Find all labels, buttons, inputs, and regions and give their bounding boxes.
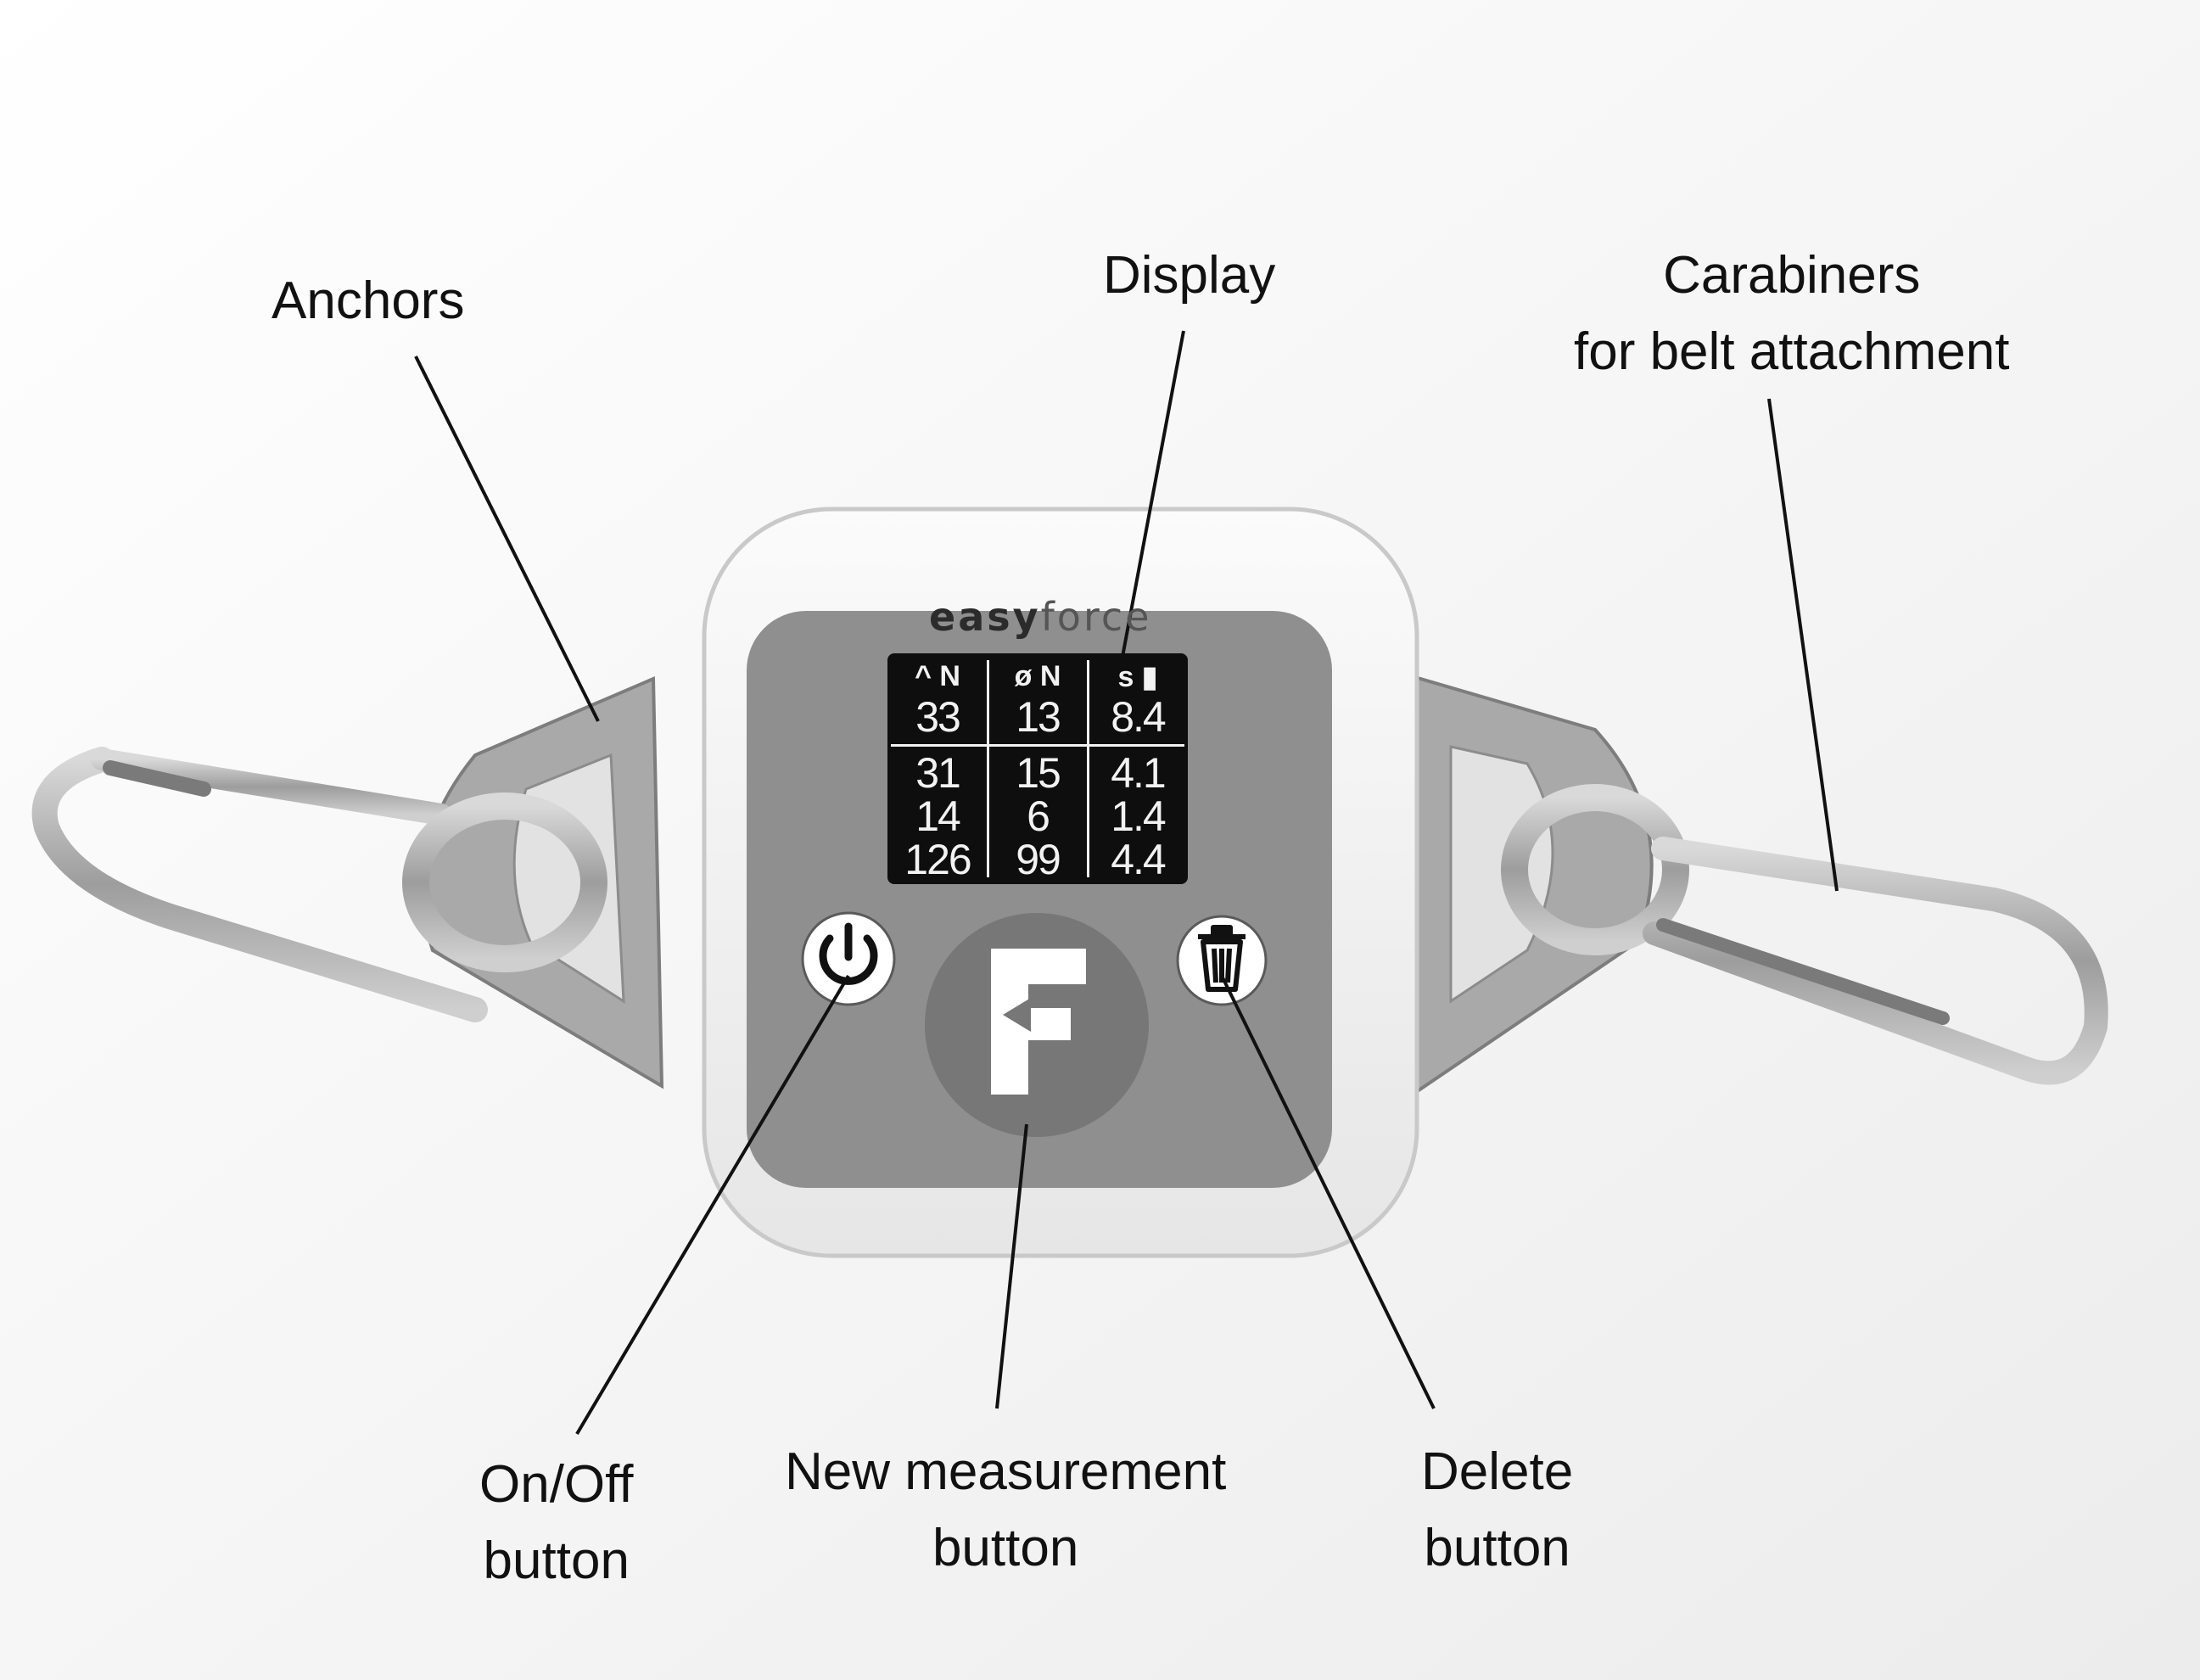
new-measurement-button[interactable] bbox=[925, 913, 1149, 1137]
delete-label-line2: button bbox=[1424, 1518, 1570, 1577]
carabiners-label: Carabiners for belt attachment bbox=[1574, 238, 2010, 390]
right-carabiner bbox=[1501, 784, 2108, 1085]
display-row: 14 6 1.4 bbox=[887, 792, 1188, 841]
display-cell: 15 bbox=[1016, 749, 1061, 797]
display-header-time: s ▮ bbox=[1117, 661, 1158, 693]
display-column-divider bbox=[1087, 660, 1089, 877]
display-cell: 4.4 bbox=[1111, 836, 1167, 883]
display-cell: 14 bbox=[915, 792, 961, 840]
display-label-text: Display bbox=[1103, 246, 1276, 305]
display-cell: 99 bbox=[1016, 836, 1061, 883]
onoff-label-line2: button bbox=[483, 1531, 630, 1590]
delete-button[interactable] bbox=[1176, 915, 1268, 1006]
display-cell: 6 bbox=[1027, 792, 1050, 840]
onoff-label-line1: On/Off bbox=[479, 1455, 634, 1514]
anchors-leader-line bbox=[414, 356, 600, 722]
brand-thin: force bbox=[1040, 594, 1152, 640]
device-display: ^ N ø N s ▮ 33 13 8.4 31 15 4.1 14 6 1.4… bbox=[887, 653, 1188, 884]
delete-leader-line bbox=[1220, 975, 1436, 1409]
display-header-avg: ø N bbox=[1014, 660, 1061, 692]
display-row: 126 99 4.4 bbox=[887, 835, 1188, 884]
brand-bold: easy bbox=[929, 594, 1041, 640]
delete-label: Delete button bbox=[1421, 1434, 1573, 1587]
new-measurement-label: New measurement button bbox=[785, 1434, 1226, 1587]
display-cell: 31 bbox=[915, 749, 961, 797]
onoff-leader-line bbox=[575, 974, 850, 1436]
new-measurement-label-line2: button bbox=[932, 1518, 1079, 1577]
display-header-row: ^ N ø N s ▮ bbox=[887, 660, 1188, 694]
display-column-divider bbox=[987, 660, 989, 877]
display-cell: 33 bbox=[915, 693, 961, 741]
carabiners-label-line2: for belt attachment bbox=[1574, 322, 2010, 381]
onoff-label: On/Off button bbox=[479, 1447, 634, 1599]
display-leader-line bbox=[1118, 330, 1185, 671]
on-off-button[interactable] bbox=[801, 911, 896, 1006]
left-carabiner bbox=[31, 747, 607, 1022]
anchors-label-text: Anchors bbox=[272, 272, 465, 330]
display-label: Display bbox=[1103, 238, 1275, 314]
power-icon bbox=[819, 922, 878, 985]
display-divider bbox=[891, 744, 1184, 747]
f-logo-icon bbox=[991, 949, 1086, 1095]
brand-logo: easyforce bbox=[929, 594, 1151, 640]
display-header-max: ^ N bbox=[915, 660, 960, 692]
display-cell: 126 bbox=[904, 836, 971, 883]
carabiners-leader-line bbox=[1767, 398, 1839, 892]
display-row: 33 13 8.4 bbox=[887, 692, 1188, 742]
display-cell: 13 bbox=[1016, 693, 1061, 741]
new-measurement-leader-line bbox=[995, 1123, 1028, 1409]
display-row: 31 15 4.1 bbox=[887, 748, 1188, 798]
display-cell: 4.1 bbox=[1111, 749, 1167, 797]
trash-icon bbox=[1198, 925, 1246, 992]
delete-label-line1: Delete bbox=[1421, 1442, 1574, 1501]
new-measurement-label-line1: New measurement bbox=[785, 1442, 1227, 1501]
anchors-label: Anchors bbox=[272, 263, 464, 339]
carabiners-label-line1: Carabiners bbox=[1663, 246, 1921, 305]
display-cell: 1.4 bbox=[1111, 792, 1167, 840]
display-cell: 8.4 bbox=[1111, 693, 1167, 741]
